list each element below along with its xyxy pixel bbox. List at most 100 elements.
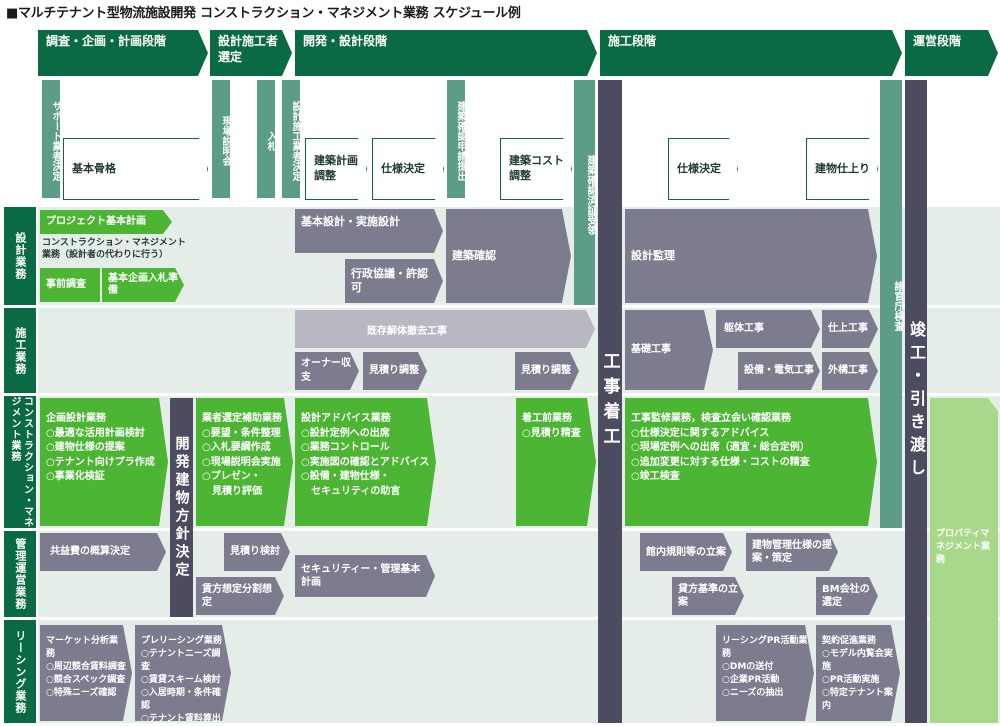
row-label-construction: 施工業務	[4, 308, 36, 393]
design-supervision: 設計監理	[625, 209, 877, 303]
cm-selection-title: 業者選定補助業務	[202, 413, 282, 424]
milestone-permit-certificate: 建築確認済証受領	[574, 80, 596, 305]
milestone-bid: 入札	[257, 80, 276, 198]
cm-selection-list: ○要望・条件整理 ○入札要綱作成 ○現場説明会実施 ○プレゼン・ 見積り評価	[202, 427, 287, 500]
list-item: ○プレゼン・	[202, 471, 261, 482]
design-admin-permit: 行政協議・許認可	[345, 259, 443, 303]
list-item: ○競合スペック調査	[46, 675, 126, 686]
phase-selection: 設計施工者選定	[210, 30, 292, 76]
row-label-leasing: リーシング業務	[4, 620, 36, 723]
list-item: ○特定テナント案内	[822, 688, 893, 712]
milestone-permit-application: 建築確認申請提出	[447, 80, 466, 198]
leasing-pr-activity: リーシングPR活動業務 ○DMの送付 ○企業PR活動 ○ニーズの抽出	[716, 625, 814, 721]
list-item: ○最適な活用計画検討	[46, 427, 145, 439]
leasing-market-title: マーケット分析業務	[46, 636, 119, 660]
cm-supervision-list: ○仕様決定に関するアドバイス ○現場定例への出席（適宜・総合定例） ○追加変更に…	[631, 427, 871, 485]
phase-research: 調査・企画・計画段階	[38, 30, 208, 76]
list-item: ○現場説明会実施	[202, 456, 281, 468]
list-item: ○ニーズの抽出	[722, 688, 784, 699]
const-demolition: 既存解体撤去工事	[295, 310, 595, 348]
list-item: ○要望・条件整理	[202, 427, 281, 439]
list-item: ○現場定例への出席（適宜・総合定例）	[631, 442, 810, 453]
list-item: ○竣工検査	[631, 471, 680, 482]
cm-advisory-title: 設計アドバイス業務	[301, 413, 391, 424]
row-label-cm: コンストラクション・マネジメント業務	[4, 396, 36, 528]
const-exterior: 外構工事	[822, 352, 878, 390]
cm-supervision: 工事監修業務，検査立会い確認業務 ○仕様決定に関するアドバイス ○現場定例への出…	[625, 398, 877, 526]
design-project-plan: プロジェクト基本計画	[40, 210, 172, 234]
cm-pre-start-title: 着工前業務	[522, 413, 572, 424]
leasing-market-analysis: マーケット分析業務 ○周辺競合賃料調査 ○競合スペック調査 ○特殊ニーズ確認	[40, 625, 132, 721]
cm-planning: 企画設計業務 ○最適な活用計画検討 ○建物仕様の提案 ○テナント向けプラ作成 ○…	[40, 398, 168, 526]
box-spec-decision-1: 仕様決定	[372, 138, 444, 200]
leasing-contract: 契約促進業務 ○モデル内覧会実施 ○PR活動実施 ○特定テナント案内	[816, 625, 900, 721]
list-item: ○テナント賃料算出	[141, 714, 221, 725]
list-item: ○入居時期・条件確認	[141, 688, 221, 712]
list-item: ○設計定例への出席	[301, 427, 390, 439]
box-arch-plan: 建築計画調整	[305, 138, 367, 200]
milestone-support: サポート業者決定	[42, 80, 61, 198]
list-item: ○モデル内覧会実施	[822, 649, 893, 673]
design-cm-note: コンストラクション・マネジメント業務（設計者の代わりに行う）	[42, 238, 186, 260]
mgmt-rent-standard: 貸方基準の立案	[672, 577, 744, 615]
list-item: ○テナント向けプラ作成	[46, 456, 155, 468]
phase-operation: 運営段階	[905, 30, 998, 76]
cm-selection: 業者選定補助業務 ○要望・条件整理 ○入札要綱作成 ○現場説明会実施 ○プレゼン…	[196, 398, 293, 526]
cm-pre-start: 着工前業務 ○見積り精査	[516, 398, 596, 526]
list-item: ○PR活動実施	[822, 675, 880, 686]
mgmt-house-rules: 館内規則等の立案	[640, 533, 732, 571]
cm-pre-start-list: ○見積り精査	[522, 427, 590, 442]
list-item: ○テナントニーズ調査	[141, 649, 221, 673]
milestone-site-briefing: 現場説明会	[212, 80, 231, 198]
list-item: ○追加変更に対する仕様・コストの精査	[631, 456, 810, 468]
list-item: ○事業化検証	[46, 471, 105, 482]
leasing-contract-list: ○モデル内覧会実施 ○PR活動実施 ○特定テナント案内	[822, 648, 894, 713]
bar-handover: 竣工・引き渡し	[905, 80, 927, 723]
page-title: ■マルチテナント型物流施設開発 コンストラクション・マネジメント業務 スケジュー…	[6, 6, 521, 21]
mgmt-security-plan: セキュリティー・管理基本計画	[295, 555, 435, 597]
const-estimate-2: 見積り調整	[515, 352, 579, 390]
row-label-mgmt: 管理運営業務	[4, 531, 36, 617]
cm-supervision-title: 工事監修業務，検査立会い確認業務	[631, 413, 791, 424]
cm-planning-title: 企画設計業務	[46, 413, 106, 424]
design-basic-detail: 基本設計・実施設計	[295, 209, 443, 253]
list-item: ○DMの送付	[722, 662, 774, 673]
leasing-market-list: ○周辺競合賃料調査 ○競合スペック調査 ○特殊ニーズ確認	[46, 661, 126, 700]
const-foundation: 基礎工事	[625, 310, 713, 390]
list-item: 見積り評価	[202, 485, 262, 497]
list-item: ○仕様決定に関するアドバイス	[631, 427, 770, 439]
mgmt-common-fee: 共益費の概算決定	[40, 533, 166, 571]
leasing-contract-title: 契約促進業務	[822, 636, 877, 646]
milestone-agency-inspection: 諸官庁検査	[880, 80, 903, 528]
const-owner-receipt: オーナー収支	[295, 352, 359, 390]
design-confirmation: 建築確認	[446, 209, 571, 303]
mgmt-bm-company: BM会社の選定	[816, 577, 878, 615]
list-item: ○企業PR活動	[722, 675, 780, 686]
list-item: ○実施図の確認とアドバイス	[301, 456, 430, 468]
leasing-pr-list: ○DMの送付 ○企業PR活動 ○ニーズの抽出	[722, 661, 808, 700]
list-item: ○見積り精査	[522, 427, 581, 439]
list-item: ○賃貸スキーム検討	[141, 675, 221, 686]
box-spec-decision-2: 仕様決定	[668, 138, 738, 200]
const-finishing: 仕上工事	[822, 310, 878, 348]
leasing-pre-title: プレリーシング業務	[141, 636, 222, 646]
box-building-finish: 建物仕上り	[806, 138, 878, 200]
leasing-pr-title: リーシングPR活動業務	[722, 636, 808, 660]
list-item: ○入札要綱作成	[202, 442, 271, 453]
const-estimate-1: 見積り調整	[363, 352, 427, 390]
list-item: ○特殊ニーズ確認	[46, 688, 117, 699]
mgmt-bm-spec: 建物管理仕様の提案・策定	[746, 533, 838, 571]
cm-planning-list: ○最適な活用計画検討 ○建物仕様の提案 ○テナント向けプラ作成 ○事業化検証	[46, 427, 162, 485]
mgmt-rent-assumption: 賃方想定分割想定	[196, 577, 284, 615]
box-building-cost: 建築コスト調整	[500, 138, 572, 200]
box-basic-framework: 基本骨格	[63, 138, 208, 200]
list-item: ○設備・建物仕様・	[301, 471, 390, 482]
row-label-design: 設計業務	[4, 207, 36, 305]
cm-advisory-list: ○設計定例への出席 ○業務コントロール ○実施図の確認とアドバイス ○設備・建物…	[301, 427, 430, 500]
const-equipment: 設備・電気工事	[738, 352, 820, 390]
mgmt-property-management: プロパティマネジメント業務	[930, 398, 998, 723]
design-prelim-survey: 事前調査	[40, 268, 100, 302]
leasing-pre-list: ○テナントニーズ調査 ○賃貸スキーム検討 ○入居時期・条件確認 ○テナント賃料算…	[141, 648, 225, 726]
phase-construction: 施工段階	[600, 30, 902, 76]
bar-development-policy: 開発建物方針決定	[170, 398, 193, 617]
